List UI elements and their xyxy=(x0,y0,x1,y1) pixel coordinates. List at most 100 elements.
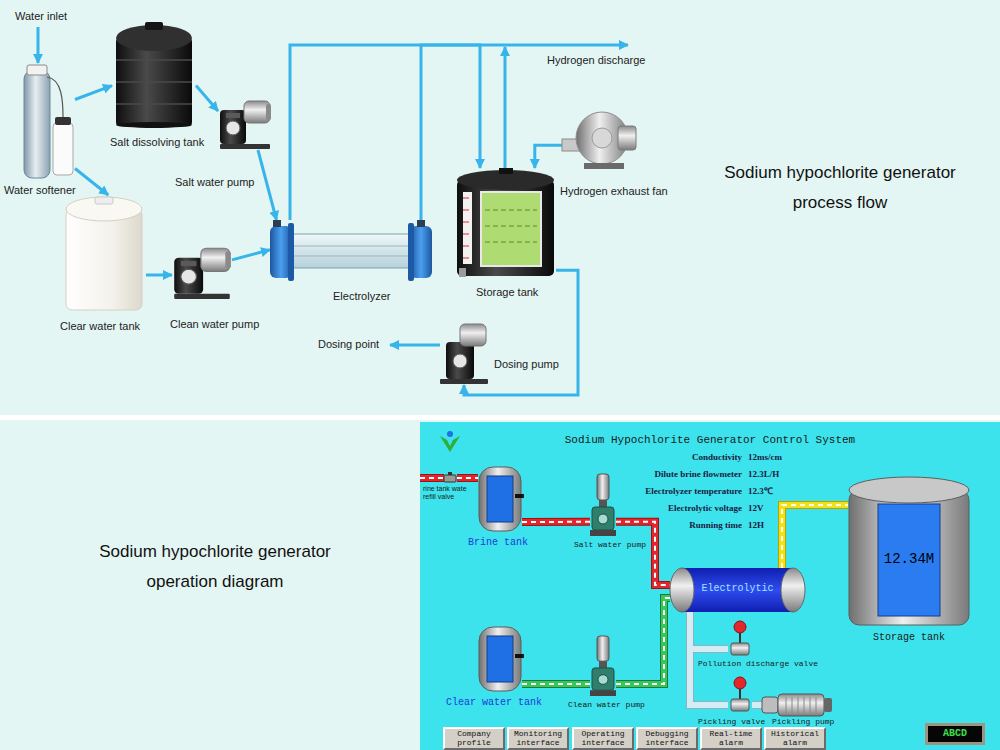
logo-dot xyxy=(447,431,453,437)
gauge-tab xyxy=(515,654,524,658)
level-gauge xyxy=(463,192,472,264)
pipe xyxy=(616,522,670,585)
dosing-pump: Dosing pump xyxy=(440,322,488,385)
handwheel xyxy=(734,621,746,633)
pipe-wall xyxy=(616,522,670,585)
pipe xyxy=(522,519,590,525)
tank-cap xyxy=(145,22,163,30)
refill-pipe xyxy=(420,475,444,481)
tank-cap xyxy=(499,168,513,174)
tank-ridge xyxy=(116,81,192,83)
tank-ridge xyxy=(116,59,192,61)
pump-dial xyxy=(181,269,197,284)
tank-level xyxy=(878,504,940,616)
cell-cap xyxy=(670,568,694,612)
component-label: Pollution discharge valve xyxy=(698,659,818,669)
control-panel: Sodium Hypochlorite Generator Control Sy… xyxy=(420,422,1000,750)
level-value: 12.34M xyxy=(878,551,940,568)
gauge-tick xyxy=(463,210,469,211)
menu-button: Historical alarm xyxy=(764,727,826,750)
brine-hose xyxy=(47,77,63,117)
vpump-icon xyxy=(590,636,616,696)
connectors xyxy=(75,45,848,705)
tank-level xyxy=(487,476,513,522)
valve-head xyxy=(27,65,47,75)
pump-symbol: Salt water pump xyxy=(590,474,616,536)
pump-motor xyxy=(597,474,609,500)
flange-rim xyxy=(408,223,414,281)
pump-head xyxy=(174,258,203,294)
button-label: Monitoring interface xyxy=(509,730,567,747)
parameter-value: 12V xyxy=(748,503,764,514)
component-label: Dosing pump xyxy=(494,358,559,371)
component-label: Brine tank xyxy=(468,537,528,549)
valve-stem xyxy=(739,633,741,643)
gauge-tick xyxy=(463,234,469,235)
pipe-wall xyxy=(616,598,670,684)
gauge-tick xyxy=(463,246,469,247)
storage-tank: Storage tank xyxy=(455,168,556,278)
flow-arrow xyxy=(196,86,218,111)
pipe xyxy=(690,612,728,649)
pipe-dash xyxy=(522,521,590,523)
parameter-value: 12.3L/H xyxy=(748,469,779,480)
electrolyzer-icon xyxy=(270,220,432,282)
pump-base xyxy=(174,294,230,299)
fan-cover xyxy=(824,698,832,712)
tank-dome xyxy=(849,477,969,503)
cell-port xyxy=(417,220,425,227)
pipe xyxy=(522,681,590,687)
button-label: Company profile xyxy=(445,730,503,747)
pipe-dash xyxy=(457,477,478,479)
pipe xyxy=(616,598,670,684)
blacktank-icon xyxy=(112,22,196,128)
refill-valve: rine tank wate refill valve xyxy=(443,472,457,484)
dosepump-icon xyxy=(440,322,488,385)
tank-ridge xyxy=(116,103,192,105)
pipe-dash xyxy=(782,505,848,568)
status-display: ABCD xyxy=(925,723,985,745)
pipe-wall xyxy=(752,701,762,709)
fan-icon xyxy=(562,108,636,170)
motor-fin xyxy=(816,697,817,713)
mpump-icon xyxy=(762,694,832,716)
storage-icon xyxy=(455,168,556,278)
electrolyzer: Electrolyzer xyxy=(270,220,432,282)
valve-symbol: Pollution discharge valve xyxy=(728,620,752,656)
water-tank: Clear water tank xyxy=(62,195,146,312)
component-label: Electrolytic xyxy=(670,583,805,595)
pump-base xyxy=(440,379,488,384)
component-label: Electrolyzer xyxy=(333,290,390,303)
gauge-tick xyxy=(463,258,469,259)
cell-port xyxy=(273,220,281,227)
pump-motor xyxy=(597,636,609,661)
panel-divider xyxy=(0,415,1000,420)
inlet-pipe xyxy=(37,27,40,63)
valve-icon xyxy=(728,620,752,656)
water-softener: Water softener xyxy=(22,65,75,180)
valve-stem xyxy=(739,689,741,699)
motor-fin xyxy=(792,697,793,713)
component-label: Salt water pump xyxy=(175,176,254,189)
valve-body xyxy=(444,475,456,482)
component-label: Clean water pump xyxy=(170,318,259,331)
tank-window xyxy=(481,192,541,266)
pump-motor xyxy=(460,324,486,346)
tank-base xyxy=(116,122,192,128)
pump-display xyxy=(226,113,240,118)
component-label: Clear water tank xyxy=(60,320,140,333)
pump-head xyxy=(762,697,778,713)
valve-symbol: Pickling valve xyxy=(728,676,752,712)
component-label: Salt water pump xyxy=(574,540,646,550)
valve-body xyxy=(731,643,749,655)
pump-inlet xyxy=(598,675,608,685)
pipe-wall xyxy=(522,680,590,688)
motor-cap xyxy=(225,251,231,268)
liquid-line xyxy=(485,242,537,243)
motor-fin xyxy=(786,697,787,713)
ptank-icon xyxy=(478,626,522,692)
pump-display xyxy=(181,261,197,266)
pump-coupling xyxy=(599,500,607,507)
exhaust-fan: Hydrogen exhaust fan xyxy=(562,108,636,170)
metering-pump: Salt water pump xyxy=(218,98,272,150)
